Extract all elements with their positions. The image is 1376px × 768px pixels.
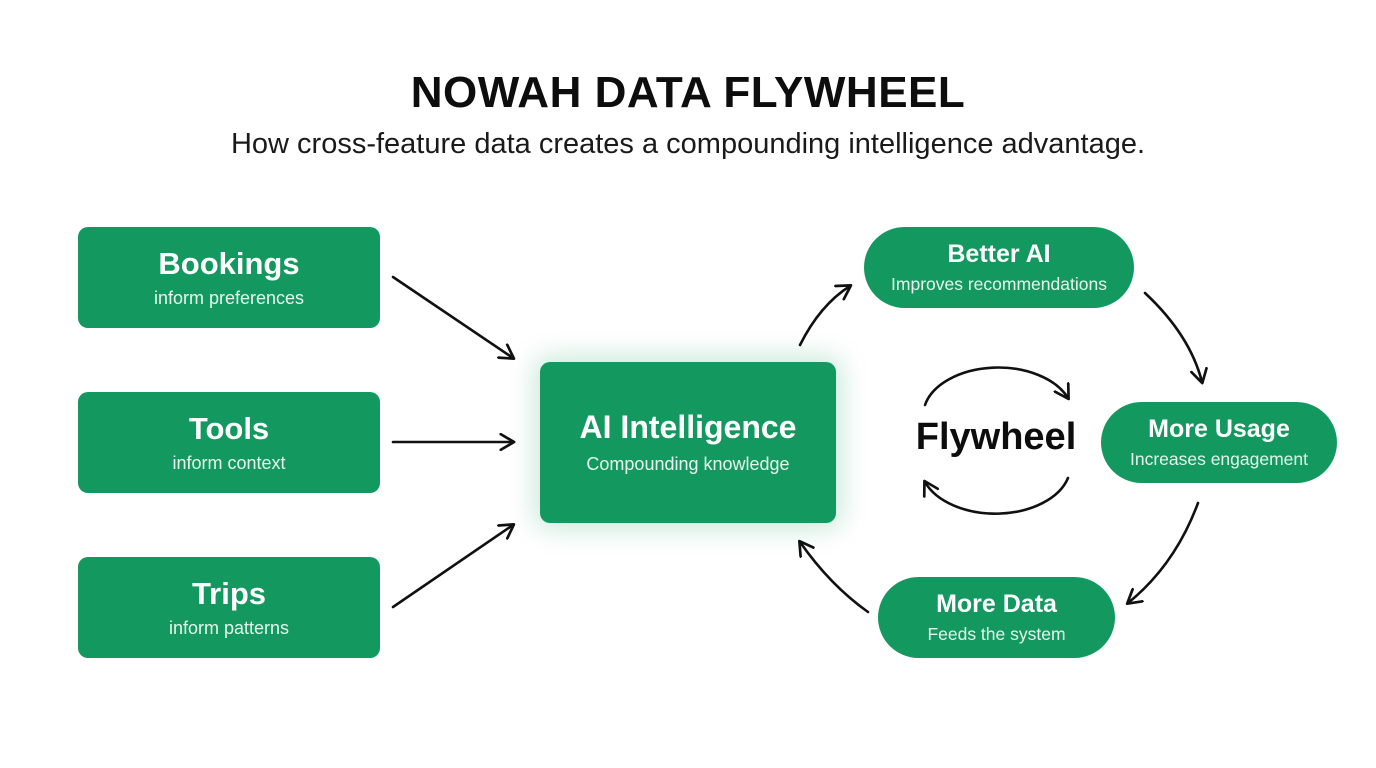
arrow-more-data-to-hub — [800, 542, 870, 614]
arrow-trips-to-hub — [391, 525, 513, 609]
node-ai-intelligence: AI Intelligence Compounding knowledge — [540, 362, 836, 523]
node-bookings-sub: inform preferences — [153, 287, 305, 308]
flywheel-cycle-arrow-top — [923, 366, 1068, 407]
node-more-usage-label: More Usage — [1148, 415, 1290, 444]
flywheel-cycle-arrow-bottom — [925, 476, 1070, 515]
node-bookings: Bookings inform preferences — [78, 227, 380, 328]
node-trips: Trips inform patterns — [78, 557, 380, 658]
node-ai-intelligence-sub: Compounding knowledge — [586, 454, 790, 475]
node-tools-label: Tools — [188, 410, 270, 446]
arrow-bookings-to-hub — [391, 275, 513, 358]
arrow-better-ai-to-more-usage — [1143, 291, 1202, 382]
node-better-ai: Better AI Improves recommendations — [864, 227, 1134, 308]
diagram-title: NOWAH DATA FLYWHEEL — [410, 68, 966, 117]
node-more-usage: More Usage Increases engagement — [1101, 402, 1337, 483]
node-better-ai-sub: Improves recommendations — [891, 273, 1107, 294]
node-more-data-label: More Data — [936, 590, 1057, 619]
node-more-usage-sub: Increases engagement — [1129, 448, 1309, 469]
node-tools: Tools inform context — [78, 392, 380, 493]
node-tools-sub: inform context — [172, 452, 286, 473]
flywheel-center-label: Flywheel — [915, 416, 1077, 458]
node-ai-intelligence-label: AI Intelligence — [579, 409, 797, 446]
arrow-more-usage-to-more-data — [1128, 501, 1200, 603]
diagram-subtitle: How cross-feature data creates a compoun… — [230, 128, 1146, 160]
node-more-data-sub: Feeds the system — [927, 623, 1066, 644]
node-trips-label: Trips — [191, 575, 267, 611]
node-better-ai-label: Better AI — [947, 240, 1051, 269]
node-more-data: More Data Feeds the system — [878, 577, 1115, 658]
node-trips-sub: inform patterns — [168, 617, 290, 638]
arrow-hub-to-better-ai — [798, 286, 850, 347]
node-bookings-label: Bookings — [158, 245, 300, 281]
